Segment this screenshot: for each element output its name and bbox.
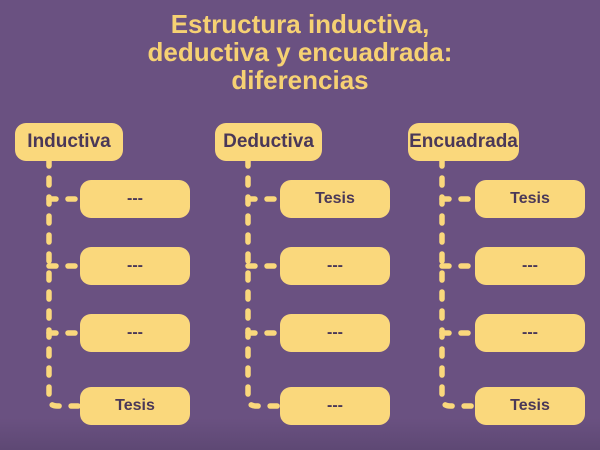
title-line-1: Estructura inductiva, xyxy=(170,9,430,39)
node-inductiva-4: Tesis xyxy=(80,387,190,425)
node-encuadrada-2: --- xyxy=(475,247,585,285)
node-label: --- xyxy=(127,190,143,207)
node-encuadrada-4: Tesis xyxy=(475,387,585,425)
node-label: Tesis xyxy=(315,190,355,207)
node-label: Tesis xyxy=(510,190,550,207)
node-deductiva-4: --- xyxy=(280,387,390,425)
node-deductiva-2: --- xyxy=(280,247,390,285)
connector-encuadrada xyxy=(439,156,486,409)
title-line-2: deductiva y encuadrada: xyxy=(147,37,453,67)
connector-inductiva xyxy=(46,156,91,409)
column-header-label: Encuadrada xyxy=(409,131,518,152)
node-deductiva-1: Tesis xyxy=(280,180,390,218)
column-header-label: Inductiva xyxy=(27,131,111,152)
node-label: Tesis xyxy=(510,397,550,414)
node-label: --- xyxy=(327,397,343,414)
connector-deductiva xyxy=(245,156,291,409)
diagram-title: Estructura inductiva, deductiva y encuad… xyxy=(0,10,600,94)
node-inductiva-2: --- xyxy=(80,247,190,285)
column-header-encuadrada: Encuadrada xyxy=(408,123,519,161)
node-label: --- xyxy=(127,257,143,274)
column-header-label: Deductiva xyxy=(223,131,314,152)
node-label: --- xyxy=(127,324,143,341)
node-label: --- xyxy=(522,257,538,274)
column-header-inductiva: Inductiva xyxy=(15,123,123,161)
node-label: --- xyxy=(327,257,343,274)
node-deductiva-3: --- xyxy=(280,314,390,352)
node-encuadrada-1: Tesis xyxy=(475,180,585,218)
column-header-deductiva: Deductiva xyxy=(215,123,322,161)
title-line-3: diferencias xyxy=(231,65,369,95)
node-inductiva-3: --- xyxy=(80,314,190,352)
node-label: Tesis xyxy=(115,397,155,414)
node-label: --- xyxy=(522,324,538,341)
node-label: --- xyxy=(327,324,343,341)
node-encuadrada-3: --- xyxy=(475,314,585,352)
node-inductiva-1: --- xyxy=(80,180,190,218)
